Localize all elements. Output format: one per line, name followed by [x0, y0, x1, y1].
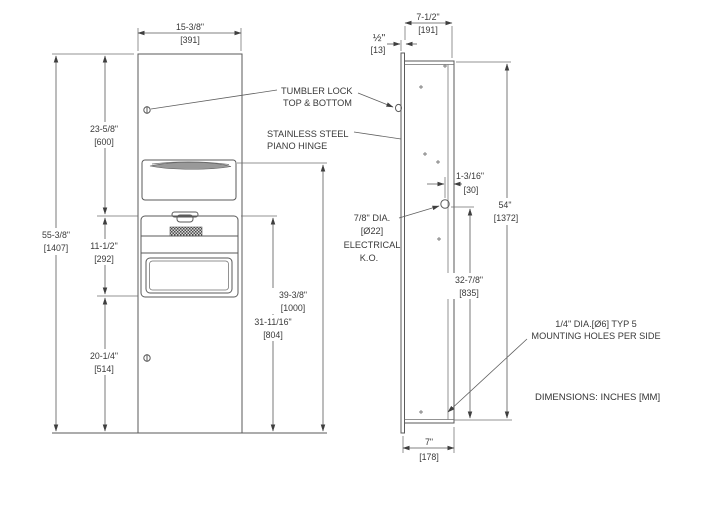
lock-icon-top	[143, 106, 151, 114]
svg-text:1-3/16": 1-3/16"	[456, 171, 484, 181]
pull-handle-recess	[176, 214, 194, 223]
svg-text:31-11/16": 31-11/16"	[254, 317, 291, 327]
callout-mounting-holes: 1/4" DIA.[Ø6] TYP 5 MOUNTING HOLES PER S…	[447, 319, 661, 413]
svg-text:½": ½"	[373, 32, 386, 44]
dim-front-upper: 23-5/8" [600]	[84, 55, 126, 215]
svg-text:15-3/8": 15-3/8"	[176, 22, 204, 32]
dim-front-receptacle: 31-11/16" [804]	[249, 217, 297, 432]
front-view: 15-3/8" [391] 55-3/8" [1407] 23-5/8" [60…	[34, 22, 327, 434]
dispenser-module	[140, 211, 239, 298]
dim-front-width: 15-3/8" [391]	[137, 22, 242, 51]
svg-text:[1372]: [1372]	[494, 213, 518, 223]
svg-text:[178]: [178]	[419, 452, 439, 462]
waste-push-door	[145, 257, 233, 294]
dim-side-depth: 7-1/2" [191]	[404, 12, 453, 58]
side-view: 7-1/2" [191] ½" [13] 1-3/16" [30] 54" [1…	[371, 12, 528, 462]
cabinet-body	[404, 60, 455, 424]
svg-text:[30]: [30]	[464, 185, 479, 195]
svg-text:[1407]: [1407]	[44, 243, 68, 253]
svg-text:PIANO HINGE: PIANO HINGE	[267, 141, 327, 151]
svg-text:[292]: [292]	[94, 254, 114, 264]
svg-text:TUMBLER LOCK: TUMBLER LOCK	[281, 86, 353, 96]
dim-front-towel: 39-3/8" [1000]	[270, 164, 326, 432]
callout-tumbler-lock: TUMBLER LOCK TOP & BOTTOM	[150, 86, 394, 110]
svg-text:[600]: [600]	[94, 137, 114, 147]
svg-text:20-1/4": 20-1/4"	[90, 351, 118, 361]
svg-text:[13]: [13]	[371, 45, 386, 55]
mounting-holes	[419, 64, 447, 414]
svg-text:[835]: [835]	[459, 288, 479, 298]
svg-text:TOP & BOTTOM: TOP & BOTTOM	[283, 98, 352, 108]
svg-text:[Ø22]: [Ø22]	[361, 226, 383, 236]
electrical-knockout	[440, 199, 450, 209]
module-door	[140, 215, 239, 298]
svg-text:K.O.: K.O.	[360, 253, 378, 263]
towel-slot	[149, 162, 232, 170]
pull-handle-icon	[171, 211, 199, 218]
svg-text:32-7/8": 32-7/8"	[455, 275, 483, 285]
svg-text:[804]: [804]	[263, 330, 283, 340]
dim-side-flange: ½" [13]	[371, 32, 417, 55]
dim-side-ko-offset: 1-3/16" [30]	[427, 171, 484, 198]
svg-text:MOUNTING HOLES PER SIDE: MOUNTING HOLES PER SIDE	[531, 331, 660, 341]
dim-front-overall-height: 55-3/8" [1407]	[34, 55, 78, 432]
svg-text:23-5/8": 23-5/8"	[90, 124, 118, 134]
cabinet-outline	[137, 53, 243, 434]
dim-front-lower: 20-1/4" [514]	[84, 297, 126, 432]
svg-text:7-1/2": 7-1/2"	[416, 12, 439, 22]
svg-text:7": 7"	[425, 437, 433, 447]
svg-text:7/8" DIA.: 7/8" DIA.	[354, 213, 390, 223]
svg-text:STAINLESS STEEL: STAINLESS STEEL	[267, 129, 349, 139]
svg-text:1/4" DIA.[Ø6] TYP 5: 1/4" DIA.[Ø6] TYP 5	[555, 319, 637, 329]
svg-text:11-1/2": 11-1/2"	[90, 241, 117, 251]
dim-front-middle: 11-1/2" [292]	[85, 217, 125, 295]
dim-side-body-depth: 7" [178]	[402, 427, 455, 462]
svg-text:ELECTRICAL: ELECTRICAL	[344, 240, 401, 250]
svg-text:55-3/8": 55-3/8"	[42, 230, 70, 240]
svg-text:[1000]: [1000]	[281, 303, 305, 313]
svg-text:[514]: [514]	[94, 364, 114, 374]
side-lock-icon	[395, 103, 402, 113]
callout-electrical-ko: 7/8" DIA. [Ø22] ELECTRICAL K.O.	[344, 205, 440, 263]
dimensions-note: DIMENSIONS: INCHES [MM]	[535, 392, 660, 403]
svg-text:54": 54"	[499, 200, 512, 210]
dim-side-ko-height: 32-7/8" [835]	[447, 206, 492, 419]
callout-piano-hinge: STAINLESS STEEL PIANO HINGE	[267, 129, 402, 151]
louver-grille	[169, 226, 203, 237]
svg-text:[391]: [391]	[180, 35, 200, 45]
svg-text:[191]: [191]	[418, 25, 438, 35]
svg-text:39-3/8": 39-3/8"	[279, 290, 307, 300]
towel-dispenser-opening	[141, 159, 237, 201]
dim-side-height: 54" [1372]	[456, 61, 528, 419]
lock-icon-bottom	[143, 354, 151, 362]
